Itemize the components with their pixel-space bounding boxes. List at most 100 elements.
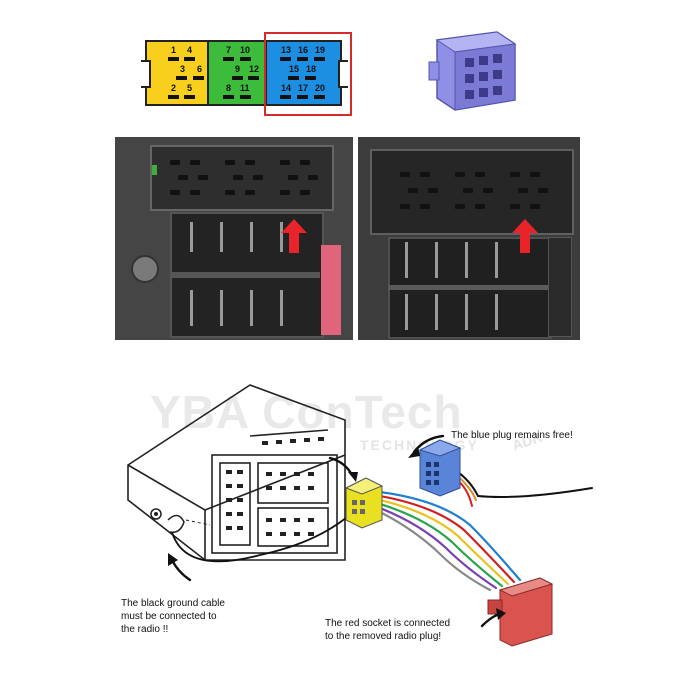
- contact-pin: [250, 290, 253, 326]
- socket-slot: [253, 175, 263, 180]
- contact-pin: [495, 242, 498, 278]
- socket-slot: [190, 190, 200, 195]
- socket-slot: [225, 190, 235, 195]
- right-notch: [338, 60, 348, 88]
- socket-divider: [388, 285, 548, 290]
- ground-cable: [171, 499, 366, 563]
- contact-pin: [190, 222, 193, 252]
- pin-label-20: 20: [315, 83, 326, 93]
- socket-slot: [280, 190, 290, 195]
- pin-slot: [232, 76, 243, 80]
- contact-pin: [435, 294, 438, 330]
- pin-label-9: 9: [235, 64, 241, 74]
- screw: [131, 255, 159, 283]
- contact-pin: [280, 290, 283, 326]
- socket-slot: [518, 188, 528, 193]
- ground-screw-icon: [150, 508, 211, 534]
- socket-slot: [280, 160, 290, 165]
- socket-slot: [225, 160, 235, 165]
- pin-label-11: 11: [240, 83, 250, 93]
- pin-label-3: 3: [180, 64, 186, 74]
- pin-slot: [240, 57, 251, 61]
- pin-slot: [288, 76, 299, 80]
- socket-slot: [170, 190, 180, 195]
- contact-pin: [280, 222, 283, 252]
- red-note-line-1: The red socket is connected: [325, 618, 451, 629]
- pin-label-4: 4: [187, 45, 193, 55]
- pin-slot: [280, 57, 291, 61]
- green-led: [152, 165, 157, 175]
- pin-label-19: 19: [315, 45, 326, 55]
- mini-iso-plug-image: [428, 31, 517, 111]
- socket-slot: [190, 160, 200, 165]
- up-arrow-icon: [512, 219, 538, 253]
- socket-slot: [428, 188, 438, 193]
- socket-slot: [455, 204, 465, 209]
- pin-slot: [176, 76, 187, 80]
- pin-label-16: 16: [298, 45, 309, 55]
- pin-label-10: 10: [240, 45, 251, 55]
- contact-pin: [405, 242, 408, 278]
- yellow-mini-plug: [344, 477, 384, 529]
- blue-mini-plug: [418, 439, 462, 497]
- socket-slot: [170, 160, 180, 165]
- pin-slot: [168, 57, 179, 61]
- pin-label-8: 8: [226, 83, 232, 93]
- side-rail: [548, 237, 572, 337]
- pin-label-15: 15: [289, 64, 300, 74]
- ground-note-line-1: The black ground cable: [121, 598, 225, 609]
- left-notch: [141, 60, 151, 88]
- socket-slot: [455, 172, 465, 177]
- socket-slot: [475, 172, 485, 177]
- pin-slot: [297, 95, 308, 99]
- socket-slot: [308, 175, 318, 180]
- pin-label-12: 12: [249, 64, 260, 74]
- socket-slot: [420, 204, 430, 209]
- socket-slot: [245, 160, 255, 165]
- pin-slot: [297, 57, 308, 61]
- pin-label-1: 1: [171, 45, 177, 55]
- pin-label-13: 13: [281, 45, 292, 55]
- pin-label-17: 17: [298, 83, 309, 93]
- blue-plug-note: The blue plug remains free!: [451, 430, 573, 441]
- pin-slot: [314, 57, 325, 61]
- socket-slot: [530, 172, 540, 177]
- pin-slot: [184, 57, 195, 61]
- red-iso-socket: [487, 577, 554, 647]
- contact-pin: [495, 294, 498, 330]
- socket-slot: [233, 175, 243, 180]
- socket-slot: [463, 188, 473, 193]
- socket-slot: [530, 204, 540, 209]
- contact-pin: [190, 290, 193, 326]
- socket-slot: [300, 190, 310, 195]
- socket-slot: [245, 190, 255, 195]
- up-arrow-icon: [281, 219, 307, 253]
- wiring-harness: [378, 490, 522, 592]
- pin-slot: [280, 95, 291, 99]
- socket-slot: [510, 204, 520, 209]
- socket-slot: [483, 188, 493, 193]
- pin-slot: [223, 95, 234, 99]
- blue-plug-wires: [454, 469, 593, 507]
- socket-slot: [420, 172, 430, 177]
- ground-note-line-2: must be connected to: [121, 611, 217, 622]
- pin-label-5: 5: [187, 83, 193, 93]
- pin-slot: [168, 95, 179, 99]
- pin-label-2: 2: [171, 83, 177, 93]
- annotation-arrows: [168, 434, 506, 628]
- red-note-line-2: to the removed radio plug!: [325, 631, 442, 642]
- socket-slot: [288, 175, 298, 180]
- socket-slot: [198, 175, 208, 180]
- socket-slot: [510, 172, 520, 177]
- pin-label-7: 7: [226, 45, 232, 55]
- socket-slot: [538, 188, 548, 193]
- ground-note-line-3: the radio !!: [121, 624, 169, 635]
- radio-socket-photo-right: [358, 137, 580, 340]
- pin-slot: [240, 95, 251, 99]
- socket-divider: [170, 272, 320, 278]
- radio-socket-grid: [226, 437, 324, 536]
- contact-pin: [405, 294, 408, 330]
- watermark: YBA ConTech: [150, 386, 463, 438]
- green-connector-block: [207, 40, 267, 106]
- pin-label-6: 6: [197, 64, 203, 74]
